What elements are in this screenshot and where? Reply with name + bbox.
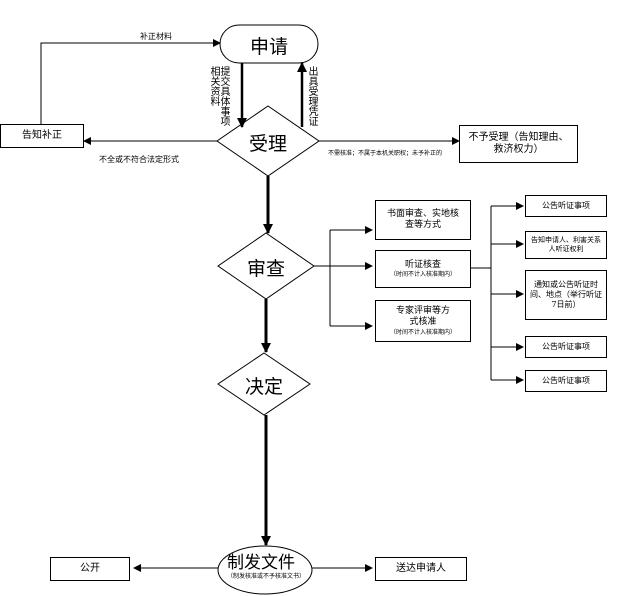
submit-materials-label: 提交具体事项相关资料 (208, 66, 229, 126)
expert-review-title: 专家评审等方式核准 (395, 306, 450, 328)
expert-review-note: （时间不计入核准期内） (389, 328, 456, 336)
hearing-verify-title: 听证核查 (404, 259, 441, 270)
accept-label: 受理 (249, 133, 288, 155)
issue-receipt-label: 出具受理凭证 (306, 66, 317, 126)
notify-supplement-box: 告知补正 (0, 124, 84, 148)
make-doc-note: （制发核准或不予核准文书） (226, 573, 305, 580)
announce-box-2: 公告听证事项 (525, 336, 607, 358)
decide-node-shape (217, 352, 311, 416)
supplement-materials-label: 补正材料 (140, 32, 172, 41)
hearing-verify-box: 听证核查 （时间不计入核准期内） (375, 250, 471, 288)
hearing-verify-note: （时间不计入核准期内） (389, 270, 456, 278)
review-label: 审查 (247, 258, 286, 280)
no-approval-label: 不需核准；不属于本机关职权；未予补正的 (328, 150, 443, 157)
announce-box-1: 公告听证事项 (525, 195, 607, 217)
deliver-box: 送达申请人 (375, 557, 467, 581)
make-doc-label: 制发文件 (227, 553, 295, 573)
expert-review-box: 专家评审等方式核准 （时间不计入核准期内） (375, 300, 471, 342)
written-review-box: 书面审查、实地核查等方式 (375, 200, 471, 240)
notice-time-box: 通知或公告听证时间、地点（举行听证7日前） (525, 270, 607, 320)
publish-box: 公开 (50, 557, 130, 581)
supplement-loop-line (40, 39, 221, 124)
incomplete-label: 不全或不符合法定形式 (99, 155, 179, 164)
announce-box-3: 公告听证事项 (525, 370, 607, 392)
notify-parties-box: 告知申请人、利害关系人听证权利 (525, 231, 607, 259)
make-doc-node-shape (217, 545, 313, 595)
apply-label: 申请 (250, 36, 289, 58)
decide-label: 决定 (245, 376, 284, 398)
reject-box: 不予受理（告知理由、救济权力） (459, 125, 578, 163)
